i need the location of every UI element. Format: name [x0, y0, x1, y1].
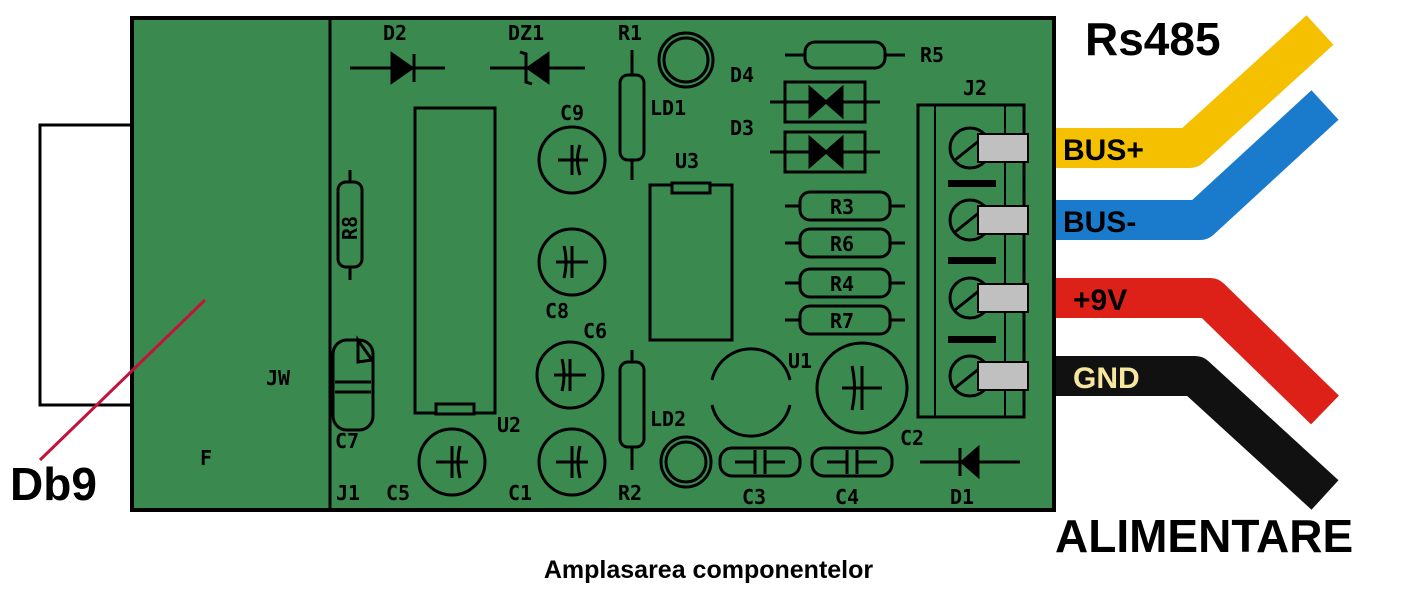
label-r4: R4: [830, 272, 854, 296]
label-r7: R7: [830, 309, 854, 333]
cap-c7: [331, 335, 375, 432]
resistor-r5: [785, 40, 905, 70]
led-ld1: [657, 31, 715, 89]
wire-bus-minus: [1030, 90, 1339, 240]
resistor-r4: [785, 267, 905, 299]
resistor-r8: [336, 170, 364, 280]
label-dz1: DZ1: [508, 21, 544, 45]
cap-c1: [537, 427, 607, 497]
diode-d3: [770, 130, 880, 174]
label-bus-plus: BUS+: [1063, 134, 1144, 167]
label-r1: R1: [618, 21, 642, 45]
label-d4: D4: [730, 63, 754, 87]
pin-gnd: [977, 361, 1029, 391]
zener-dz1: [490, 50, 585, 86]
label-r5: R5: [920, 43, 944, 67]
label-c7: C7: [335, 429, 359, 453]
label-u2: U2: [497, 413, 521, 437]
cap-c6: [535, 340, 605, 410]
label-jw: JW: [266, 366, 291, 390]
label-d2: D2: [383, 21, 407, 45]
cap-c5: [417, 427, 487, 497]
regulator-u1: [710, 347, 792, 438]
label-j2: J2: [963, 76, 987, 100]
title-rs485: Rs485: [1085, 13, 1221, 65]
label-c2: C2: [900, 426, 924, 450]
label-db9: Db9: [10, 458, 97, 510]
resistor-r1: [618, 50, 646, 180]
label-c5: C5: [386, 481, 410, 505]
label-r3: R3: [830, 195, 854, 219]
diode-d1: [920, 444, 1020, 480]
label-c6: C6: [583, 319, 607, 343]
pin-bus-plus: [977, 133, 1029, 163]
title-alimentare: ALIMENTARE: [1055, 510, 1353, 562]
cap-c8: [537, 227, 607, 297]
label-c3: C3: [742, 485, 766, 509]
cap-c4: [810, 446, 894, 478]
label-bus-minus: BUS-: [1063, 206, 1136, 239]
wire-gnd: [1030, 356, 1339, 510]
label-u1: U1: [788, 349, 812, 373]
label-gnd: GND: [1073, 362, 1140, 395]
cap-c3: [718, 446, 802, 478]
label-f: F: [200, 446, 212, 470]
label-j1: J1: [336, 481, 360, 505]
label-c1: C1: [508, 481, 532, 505]
label-u3: U3: [675, 149, 699, 173]
pcb-board: [130, 16, 1056, 512]
label-r2: R2: [618, 481, 642, 505]
label-c8: C8: [545, 299, 569, 323]
resistor-r2: [618, 350, 646, 470]
db9-connector: [38, 123, 134, 407]
label-d1: D1: [950, 485, 974, 509]
caption: Amplasarea componentelor: [543, 556, 874, 584]
label-plus9v: +9V: [1073, 284, 1127, 317]
wire-plus9v: [1030, 278, 1339, 425]
resistor-r6: [785, 227, 905, 259]
cap-c2: [815, 341, 909, 435]
label-c9: C9: [560, 101, 584, 125]
label-d3: D3: [730, 116, 754, 140]
resistor-r3: [785, 190, 905, 222]
cap-c9: [537, 125, 607, 195]
label-r8: R8: [338, 216, 362, 240]
pin-bus-minus: [977, 205, 1029, 235]
db9-pointer: [38, 298, 207, 462]
pin-plus9v: [977, 283, 1029, 313]
diode-d2: [350, 51, 445, 85]
wire-bus-plus: [1030, 15, 1334, 168]
label-c4: C4: [835, 485, 859, 509]
resistor-r7: [785, 304, 905, 336]
label-r6: R6: [830, 232, 854, 256]
label-ld1: LD1: [650, 96, 686, 120]
label-ld2: LD2: [650, 407, 686, 431]
diode-d4: [770, 80, 880, 124]
led-ld2: [659, 435, 713, 489]
